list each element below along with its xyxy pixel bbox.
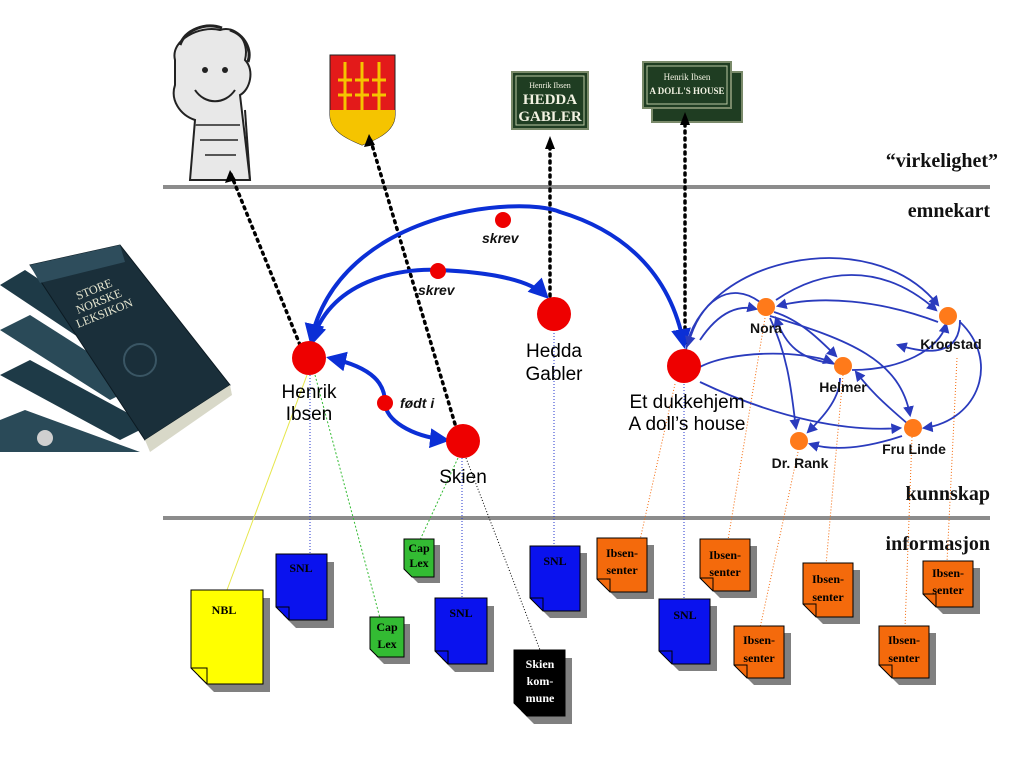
ibsen-caricature-image [172, 24, 252, 181]
doc-skien-kommune[interactable]: Skien kom- mune [513, 649, 572, 724]
skien-coat-of-arms-image [329, 54, 396, 146]
doc-kommune-line1: Skien [526, 657, 555, 671]
doll-poster-line1: Henrik Ibsen [664, 72, 711, 82]
encyclopedia-books-image: STORE NORSKE LEKSIKON [0, 244, 232, 452]
char-label-linde: Fru Linde [882, 441, 946, 457]
hedda-poster-line1: Henrik Ibsen [529, 81, 571, 90]
topic-node-hedda[interactable] [537, 297, 571, 331]
layer-label-reality: “virkelighet” [886, 150, 998, 172]
doll-poster-line2: A DOLL'S HOUSE [649, 86, 724, 96]
doc-ibsensenter-2-line2: senter [709, 565, 741, 579]
doc-ibsensenter-4-line1: Ibsen- [743, 633, 775, 647]
layer-label-knowledge: kunnskap [905, 483, 990, 505]
character-network [685, 257, 982, 452]
skrev-inner-arc [306, 267, 549, 346]
doc-ibsensenter-3-line2: senter [812, 590, 844, 604]
doc-caplex-skien-line2: Lex [409, 556, 428, 570]
doc-snl-hedda-label: SNL [543, 554, 566, 568]
layer-label-information: informasjon [886, 533, 990, 555]
doc-ibsensenter-6-line2: senter [932, 583, 964, 597]
doc-caplex-skien[interactable]: Cap Lex [403, 538, 440, 583]
topic-label-ibsen-2: Ibsen [286, 404, 332, 425]
topic-node-skien[interactable] [446, 424, 480, 458]
char-label-krogstad: Krogstad [920, 336, 981, 352]
char-node-krogstad[interactable] [939, 307, 957, 325]
doc-snl-hedda[interactable]: SNL [529, 545, 587, 618]
doc-ibsensenter-6[interactable]: Ibsen- senter [922, 560, 980, 614]
topic-label-dukkehjem-1: Et dukkehjem [629, 392, 744, 413]
topic-node-dukkehjem[interactable] [667, 349, 701, 383]
doc-ibsensenter-5[interactable]: Ibsen- senter [878, 625, 936, 685]
doc-ibsensenter-1[interactable]: Ibsen- senter [596, 537, 654, 599]
doc-snl-skien[interactable]: SNL [434, 597, 494, 672]
skrev-outer-label: skrev [482, 230, 520, 246]
doc-nbl[interactable]: NBL [190, 589, 270, 692]
doc-kommune-line3: mune [526, 691, 555, 705]
skrev-inner-handle [430, 263, 446, 279]
char-node-rank[interactable] [790, 432, 808, 450]
doc-ibsensenter-4[interactable]: Ibsen- senter [733, 625, 791, 685]
doc-ibsensenter-1-line2: senter [606, 563, 638, 577]
doc-ibsensenter-2[interactable]: Ibsen- senter [699, 538, 757, 598]
doc-ibsensenter-3-line1: Ibsen- [812, 572, 844, 586]
doc-ibsensenter-5-line2: senter [888, 651, 920, 665]
topic-node-ibsen[interactable] [292, 341, 326, 375]
topic-label-skien: Skien [439, 467, 487, 488]
doc-snl-ibsen-label: SNL [289, 561, 312, 575]
doc-caplex-ibsen-line1: Cap [376, 620, 398, 634]
doc-nbl-label: NBL [212, 603, 237, 617]
doc-ibsensenter-5-line1: Ibsen- [888, 633, 920, 647]
doc-snl-skien-label: SNL [449, 606, 472, 620]
topic-label-dukkehjem-2: A doll’s house [629, 414, 746, 435]
fodt-label: født i [400, 395, 435, 411]
document-links [226, 317, 958, 651]
dolls-house-poster-image: Henrik Ibsen A DOLL'S HOUSE [642, 61, 743, 123]
doc-ibsensenter-2-line1: Ibsen- [709, 548, 741, 562]
doc-ibsensenter-4-line2: senter [743, 651, 775, 665]
doc-snl-dukkehjem[interactable]: SNL [658, 598, 717, 671]
doc-kommune-line2: kom- [527, 674, 554, 688]
doc-caplex-skien-line1: Cap [408, 541, 430, 555]
doc-snl-dukkehjem-label: SNL [673, 608, 696, 622]
doc-ibsensenter-3[interactable]: Ibsen- senter [802, 562, 860, 624]
doc-ibsensenter-6-line1: Ibsen- [932, 566, 964, 580]
reality-link-arrowheads [225, 112, 690, 183]
fodt-handle [377, 395, 393, 411]
char-node-nora[interactable] [757, 298, 775, 316]
hedda-gabler-poster-image: Henrik Ibsen HEDDA GABLER [511, 71, 589, 130]
char-label-rank: Dr. Rank [772, 455, 829, 471]
char-node-linde[interactable] [904, 419, 922, 437]
skrev-outer-arc [304, 204, 691, 349]
char-node-helmer[interactable] [834, 357, 852, 375]
topic-label-hedda-2: Gabler [525, 364, 583, 385]
topic-label-hedda-1: Hedda [526, 341, 582, 362]
hedda-poster-line2: HEDDA [523, 92, 577, 108]
doc-ibsensenter-1-line1: Ibsen- [606, 546, 638, 560]
hedda-poster-line3: GABLER [518, 109, 582, 125]
char-label-nora: Nora [750, 320, 782, 336]
layer-label-topicmap: emnekart [908, 200, 991, 222]
topic-label-ibsen-1: Henrik [282, 382, 337, 403]
skrev-inner-label: skrev [418, 282, 456, 298]
doc-caplex-ibsen[interactable]: Cap Lex [369, 616, 410, 664]
char-label-helmer: Helmer [819, 379, 867, 395]
doc-snl-ibsen[interactable]: SNL [275, 553, 334, 628]
doc-caplex-ibsen-line2: Lex [377, 637, 396, 651]
skrev-outer-handle [495, 212, 511, 228]
